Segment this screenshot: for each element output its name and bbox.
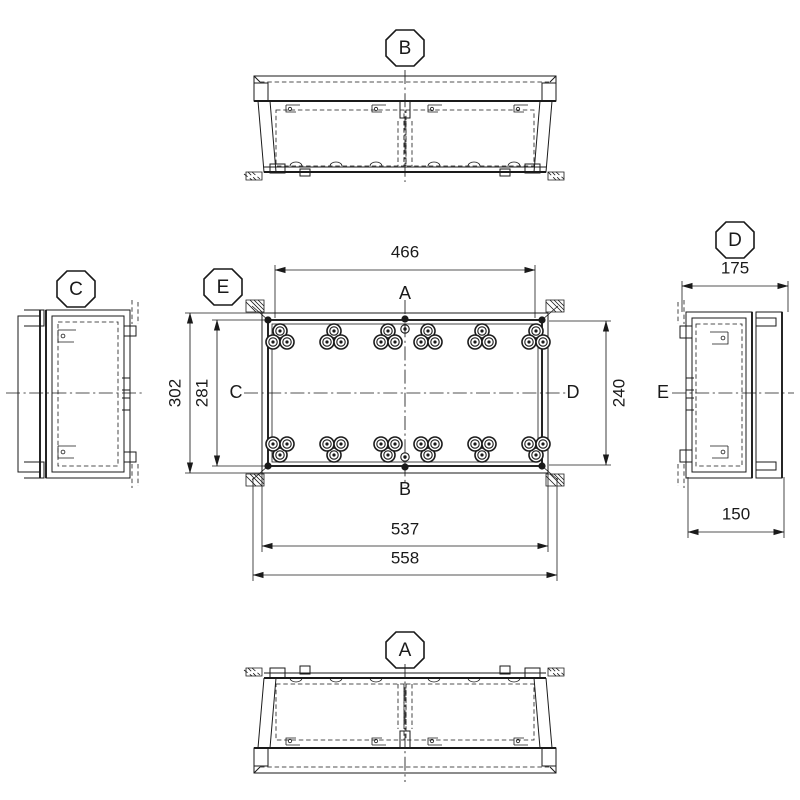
- dimension-537: 537: [261, 470, 549, 552]
- label-c-plan-left: C: [230, 382, 243, 402]
- dimension-537-value: 537: [391, 519, 419, 538]
- balloon-a-label: A: [399, 640, 412, 661]
- balloon-e-plan: E: [203, 268, 243, 306]
- bolt-cluster: [413, 436, 443, 463]
- dimension-302: 302: [165, 312, 262, 474]
- dimension-302-value: 302: [165, 379, 184, 407]
- balloon-a-bottom: A: [385, 631, 425, 669]
- view-b-top: [243, 70, 565, 182]
- dimension-175: 175: [681, 258, 789, 312]
- label-a-plan-top: A: [399, 283, 411, 303]
- view-d-right: [672, 300, 794, 488]
- hinge-tab-top-left: [245, 299, 269, 321]
- bolt-cluster-group-bottom: [265, 436, 551, 463]
- balloon-b-top: B: [385, 29, 425, 67]
- balloon-d-right: D: [715, 221, 755, 259]
- hinge-tab-top-right: [541, 299, 565, 321]
- hinge-tab-bottom-right: [541, 465, 565, 487]
- bolt-cluster-group-top: [265, 323, 551, 350]
- dimension-150: 150: [687, 477, 785, 538]
- dimension-558-value: 558: [391, 548, 419, 567]
- bolt-cluster: [319, 323, 349, 350]
- balloon-b-label: B: [399, 38, 412, 59]
- bolt-cluster: [373, 436, 403, 463]
- bolt-cluster: [319, 436, 349, 463]
- label-d-plan-right: D: [567, 382, 580, 402]
- dimension-240: 240: [549, 320, 628, 466]
- balloon-c-label: C: [69, 279, 83, 300]
- bolt-cluster: [467, 436, 497, 463]
- dimension-281: 281: [192, 319, 268, 467]
- view-a-bottom: [243, 664, 565, 782]
- dimension-281-value: 281: [192, 379, 211, 407]
- plan-view: [244, 299, 566, 487]
- view-c-left: [6, 300, 142, 488]
- dimension-150-value: 150: [722, 504, 750, 523]
- bolt-cluster: [265, 436, 295, 463]
- dimension-558: 558: [252, 478, 558, 581]
- bolt-cluster: [265, 323, 295, 350]
- label-b-plan-bottom: B: [399, 479, 411, 499]
- dimension-466: 466: [274, 242, 536, 318]
- bolt-cluster: [521, 436, 551, 463]
- bolt-cluster: [373, 323, 403, 350]
- dimension-175-value: 175: [721, 258, 749, 277]
- balloon-d-label: D: [728, 230, 742, 251]
- bolt-cluster: [413, 323, 443, 350]
- bolt-cluster: [467, 323, 497, 350]
- hinge-tab-bottom-left: [245, 465, 269, 487]
- balloon-c-left: C: [56, 270, 96, 308]
- label-e-sideview: E: [657, 382, 669, 402]
- bolt-cluster: [521, 323, 551, 350]
- dimension-240-value: 240: [609, 379, 628, 407]
- dimension-466-value: 466: [391, 242, 419, 261]
- balloon-e-label: E: [217, 277, 230, 298]
